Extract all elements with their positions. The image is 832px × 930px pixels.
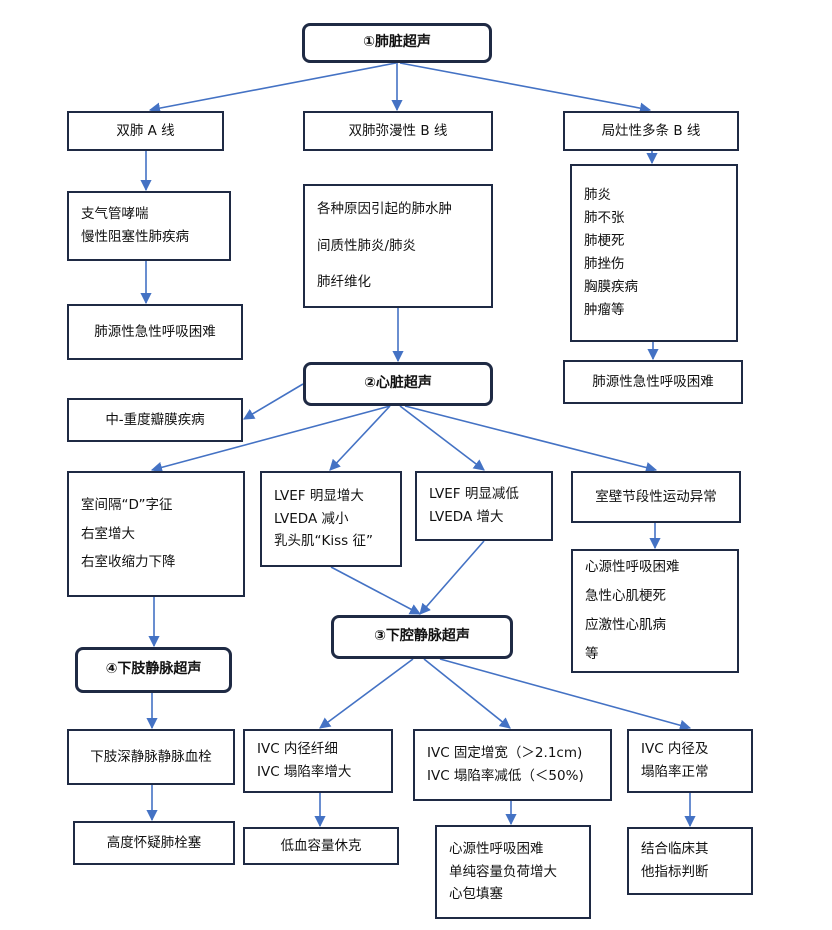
cause-pneumonia: 肺炎: [584, 187, 611, 204]
lvef-increased: LVEF 明显增大: [274, 487, 364, 504]
lvef-decreased: LVEF 明显减低: [429, 486, 519, 503]
arrow-cardiac-to-lvef-high: [329, 405, 391, 471]
ivc-normal-box: IVC 内径及 塌陷率正常: [627, 729, 753, 793]
diffuse-b-causes-box: 各种原因引起的肺水肿 间质性肺炎/肺炎 肺纤维化: [303, 184, 493, 308]
hypovolemic-shock-box: 低血容量休克: [243, 827, 399, 865]
ivc-ultrasound-header: ③下腔静脉超声: [331, 615, 513, 659]
d-sign-text: 室间隔“D”字征: [81, 496, 173, 513]
lveda-increased: LVEDA 增大: [429, 509, 504, 525]
ivc-diameter-and: IVC 内径及: [641, 741, 709, 758]
rv-enlarged: 右室增大: [81, 525, 135, 542]
clinical-judgement-box: 结合临床其 他指标判断: [627, 827, 753, 895]
cardiac-tamponade: 心包填塞: [449, 886, 503, 903]
ivc-collapse-increased: IVC 塌陷率增大: [257, 764, 352, 780]
arrow-cardiac-to-dsign: [150, 405, 391, 473]
cause-interstitial-pneumonia: 间质性肺炎/肺炎: [317, 237, 417, 254]
focal-b-causes-box: 肺炎 肺不张 肺梗死 肺挫伤 胸膜疾病 肿瘤等: [570, 164, 738, 342]
limb-vein-ultrasound-header: ④下肢静脉超声: [75, 647, 232, 693]
ivc-wide-causes-box: 心源性呼吸困难 单纯容量负荷增大 心包填塞: [435, 825, 591, 919]
arrow-cardiac-to-valve: [243, 383, 304, 420]
cause-pulmonary-edema: 各种原因引起的肺水肿: [317, 200, 452, 217]
cardiogenic-dyspnea: 心源性呼吸困难: [585, 559, 680, 576]
diffuse-b-lines-box: 双肺弥漫性 B 线: [303, 111, 493, 151]
ivc-thin-box: IVC 内径纤细 IVC 塌陷率增大: [243, 729, 393, 793]
lvef-high-box: LVEF 明显增大 LVEDA 减小 乳头肌“Kiss 征”: [260, 471, 402, 567]
arrow-cardiac-to-segmental: [404, 405, 658, 473]
collapse-normal: 塌陷率正常: [641, 764, 709, 780]
cardiogenic-dyspnea-2: 心源性呼吸困难: [449, 840, 544, 857]
cause-pleural-disease: 胸膜疾病: [584, 278, 638, 295]
cardiac-ultrasound-header: ②心脏超声: [303, 362, 493, 406]
etc: 等: [585, 645, 599, 662]
cause-copd: 慢性阻塞性肺疾病: [81, 229, 189, 245]
kiss-sign: 乳头肌“Kiss 征”: [274, 533, 373, 550]
arrow-ivc-to-normal: [439, 658, 692, 731]
lveda-decreased: LVEDA 减小: [274, 510, 349, 527]
volume-overload: 单纯容量负荷增大: [449, 863, 557, 880]
d-sign-box: 室间隔“D”字征 右室增大 右室收缩力下降: [67, 471, 245, 597]
dvt-box: 下肢深静脉静脉血栓: [67, 729, 235, 785]
arrow-ivc-to-thin: [319, 658, 414, 729]
arrow-lvef-high-to-ivc: [330, 566, 421, 615]
focal-b-result-box: 肺源性急性呼吸困难: [563, 360, 743, 404]
a-lines-result-box: 肺源性急性呼吸困难: [67, 304, 243, 360]
cause-pulmonary-infarction: 肺梗死: [584, 233, 625, 250]
segmental-causes-box: 心源性呼吸困难 急性心肌梗死 应激性心肌病 等: [571, 549, 739, 673]
cause-tumor: 肿瘤等: [584, 301, 625, 318]
arrow-cardiac-to-lvef-low: [399, 405, 485, 471]
lvef-low-box: LVEF 明显减低 LVEDA 增大: [415, 471, 553, 541]
stress-cardiomyopathy: 应激性心肌病: [585, 617, 666, 633]
rv-contraction-reduced: 右室收缩力下降: [81, 554, 176, 571]
segmental-wall-motion-box: 室壁节段性运动异常: [571, 471, 741, 523]
cause-atelectasis: 肺不张: [584, 210, 625, 227]
cause-pulmonary-fibrosis: 肺纤维化: [317, 274, 371, 291]
valvular-disease-box: 中-重度瓣膜疾病: [67, 398, 243, 442]
other-indicators: 他指标判断: [641, 864, 709, 880]
arrow-lvef-low-to-ivc: [419, 540, 485, 615]
combine-clinical: 结合临床其: [641, 841, 709, 858]
acute-mi: 急性心肌梗死: [585, 588, 666, 605]
arrow-lung-to-a: [148, 62, 397, 114]
arrow-ivc-to-wide: [423, 658, 511, 729]
pe-box: 高度怀疑肺栓塞: [73, 821, 235, 865]
ivc-collapse-decreased: IVC 塌陷率减低（＜50%): [427, 768, 584, 784]
ivc-diameter-thin: IVC 内径纤细: [257, 741, 338, 758]
lung-ultrasound-header: ①肺脏超声: [302, 23, 492, 63]
ivc-fixed-widened: IVC 固定增宽（＞2.1cm): [427, 745, 583, 762]
ivc-wide-box: IVC 固定增宽（＞2.1cm) IVC 塌陷率减低（＜50%): [413, 729, 612, 801]
focal-b-lines-box: 局灶性多条 B 线: [563, 111, 739, 151]
cause-asthma: 支气管哮喘: [81, 206, 149, 223]
a-lines-causes-box: 支气管哮喘 慢性阻塞性肺疾病: [67, 191, 231, 261]
bilateral-a-lines-box: 双肺 A 线: [67, 111, 224, 151]
cause-pulmonary-contusion: 肺挫伤: [584, 256, 625, 272]
arrow-lung-to-focal: [399, 62, 652, 114]
